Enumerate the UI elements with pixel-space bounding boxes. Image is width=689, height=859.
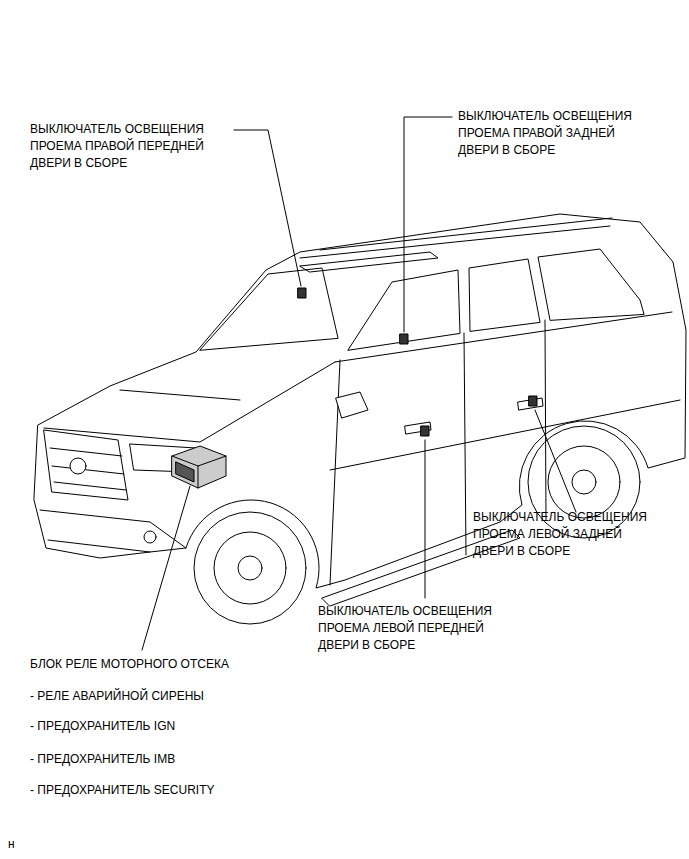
engine-relay-block xyxy=(172,446,226,488)
door-switch xyxy=(421,426,429,436)
running-board xyxy=(322,530,520,606)
list-item: - ПРЕДОХРАНИТЕЛЬ IMB xyxy=(30,751,330,768)
leader-line xyxy=(425,440,426,598)
windshield xyxy=(200,268,338,350)
beltline xyxy=(335,312,672,362)
door-switch xyxy=(529,396,537,406)
list-item: - ПРЕДОХРАНИТЕЛЬ SECURITY xyxy=(30,782,330,799)
list-item: - ПРЕДОХРАНИТЕЛЬ IGN xyxy=(30,718,330,735)
body-crease xyxy=(330,400,680,470)
side-mirror xyxy=(336,392,368,418)
figure-code: н xyxy=(8,836,68,853)
part-label: ВЫКЛЮЧАТЕЛЬ ОСВЕЩЕНИЯ ПРОЕМА ЛЕВОЙ ПЕРЕД… xyxy=(318,603,506,654)
front-bumper xyxy=(40,510,186,552)
part-label: ВЫКЛЮЧАТЕЛЬ ОСВЕЩЕНИЯ ПРОЕМА ПРАВОЙ ПЕРЕ… xyxy=(30,121,218,172)
fog-lamp xyxy=(144,531,156,543)
leader-line xyxy=(535,410,576,512)
roof-rail xyxy=(300,218,612,258)
hood-lines xyxy=(44,362,335,442)
quarter-window xyxy=(538,249,644,320)
rear-door-window xyxy=(469,259,540,331)
part-label: БЛОК РЕЛЕ МОТОРНОГО ОТСЕКА xyxy=(30,656,330,673)
door-switch xyxy=(298,288,306,298)
grille xyxy=(44,430,128,500)
door-switch xyxy=(400,334,408,344)
emblem xyxy=(70,458,86,474)
vehicle-body xyxy=(34,214,686,588)
front-wheel xyxy=(194,512,306,624)
leader-line xyxy=(234,130,301,286)
sunroof xyxy=(300,252,438,272)
list-item: - РЕЛЕ АВАРИЙНОЙ СИРЕНЫ xyxy=(30,688,330,705)
leader-line xyxy=(142,486,190,650)
part-label: ВЫКЛЮЧАТЕЛЬ ОСВЕЩЕНИЯ ПРОЕМА ПРАВОЙ ЗАДН… xyxy=(458,108,646,159)
part-label: ВЫКЛЮЧАТЕЛЬ ОСВЕЩЕНИЯ ПРОЕМА ЛЕВОЙ ЗАДНЕ… xyxy=(473,509,661,560)
leader-line xyxy=(404,117,452,332)
